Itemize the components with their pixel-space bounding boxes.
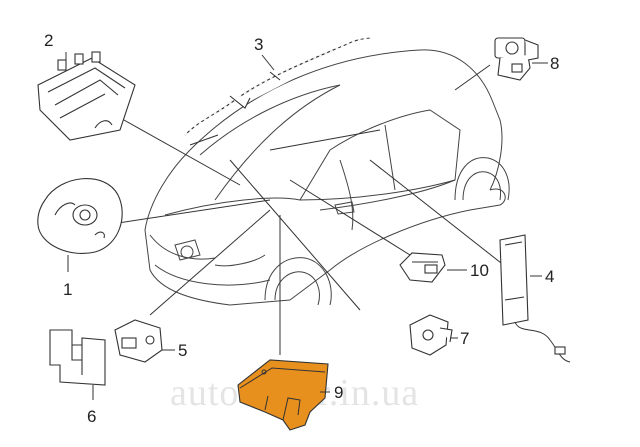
label-9: 9 xyxy=(334,383,343,402)
label-1: 1 xyxy=(63,280,72,299)
label-8: 8 xyxy=(550,54,559,73)
part-5-crash-sensor xyxy=(114,319,163,363)
label-10: 10 xyxy=(470,261,489,280)
label-3: 3 xyxy=(254,35,263,54)
label-7: 7 xyxy=(460,329,469,348)
part-4-side-airbag xyxy=(499,234,571,363)
part-9-control-unit[interactable] xyxy=(237,359,329,431)
car-outline xyxy=(144,49,510,306)
part-10-seat-sensor xyxy=(399,252,446,283)
label-6: 6 xyxy=(87,407,96,426)
leader-3 xyxy=(261,54,275,71)
label-2: 2 xyxy=(44,31,53,50)
part-8-clock-spring xyxy=(494,37,539,81)
part-3-curtain-airbag xyxy=(184,37,373,136)
part-2-passenger-airbag xyxy=(37,51,136,141)
part-7-side-sensor xyxy=(409,314,453,356)
leader-lines xyxy=(104,64,511,355)
part-1-steering-airbag xyxy=(37,178,123,254)
label-4: 4 xyxy=(545,267,554,286)
label-5: 5 xyxy=(178,341,187,360)
part-6-bracket xyxy=(49,329,106,386)
